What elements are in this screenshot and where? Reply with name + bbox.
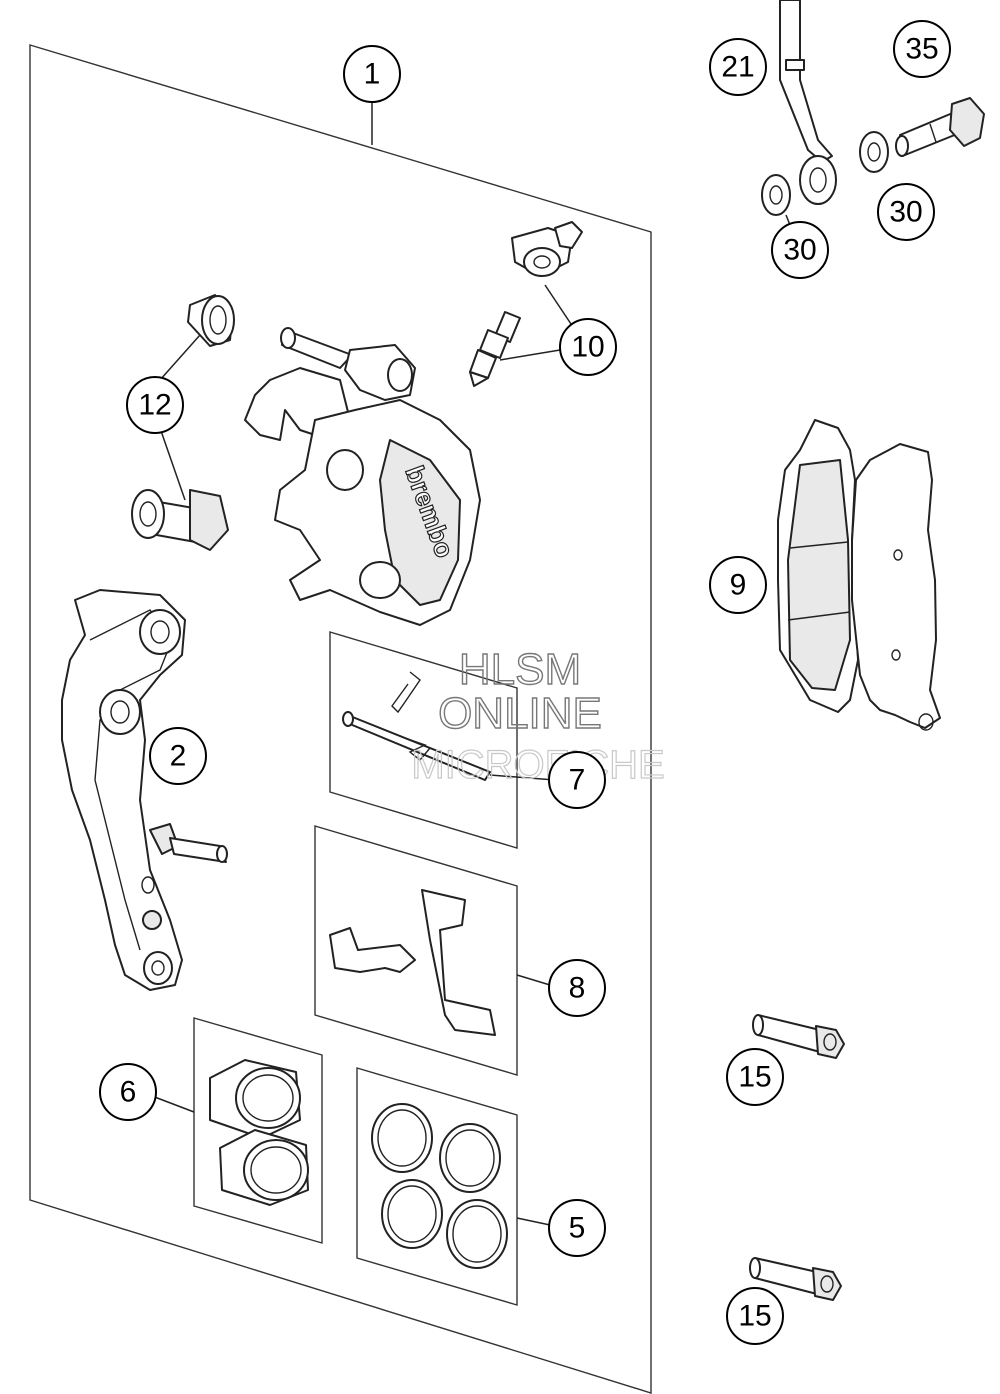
callout-2: 2	[149, 727, 207, 785]
svg-text:35: 35	[905, 33, 938, 66]
guide-pin-boot	[187, 294, 235, 347]
callout-30-lower: 30	[771, 221, 829, 279]
leader-6	[151, 1095, 195, 1113]
kit-frame-6	[193, 1017, 323, 1244]
mounting-bolt-lower	[749, 1257, 842, 1301]
piston-set	[209, 1059, 309, 1206]
caliper-kit-frame	[29, 44, 652, 1394]
svg-text:15: 15	[738, 1061, 771, 1094]
callout-8: 8	[548, 959, 606, 1017]
mounting-bolt-upper	[752, 1014, 845, 1059]
callout-6: 6	[99, 1063, 157, 1121]
banjo-bolt	[895, 97, 985, 157]
svg-text:21: 21	[721, 51, 754, 84]
svg-text:5: 5	[569, 1212, 586, 1245]
svg-text:9: 9	[730, 569, 747, 602]
watermark-line-1: HLSM	[459, 645, 581, 694]
bleed-screw-cap	[511, 221, 583, 277]
sealing-washer-left	[761, 174, 791, 216]
leader-10b	[499, 349, 561, 361]
callout-1: 1	[343, 45, 401, 103]
kit-frame-7	[329, 631, 518, 849]
leader-8	[516, 974, 551, 986]
svg-text:8: 8	[569, 972, 586, 1005]
pad-spring-kit	[329, 889, 496, 1036]
svg-text:6: 6	[120, 1076, 137, 1109]
svg-text:30: 30	[783, 234, 816, 267]
kit-frame-5	[356, 1067, 518, 1306]
callout-10: 10	[559, 318, 617, 376]
bleed-screw	[469, 311, 521, 387]
piston-seal-set	[371, 1103, 508, 1269]
svg-text:12: 12	[138, 389, 171, 422]
caliper-body: brembo	[244, 327, 481, 626]
guide-pin-bolt	[131, 489, 229, 551]
callout-15-lower: 15	[726, 1287, 784, 1345]
svg-text:2: 2	[170, 740, 187, 773]
svg-text:30: 30	[889, 196, 922, 229]
sealing-washer-right	[859, 131, 889, 173]
callout-12: 12	[126, 376, 184, 434]
callout-5: 5	[548, 1199, 606, 1257]
brake-pad-set	[777, 419, 941, 731]
caliper-support-bracket	[61, 589, 228, 991]
callout-7: 7	[548, 751, 606, 809]
callout-15-upper: 15	[726, 1048, 784, 1106]
callout-21: 21	[709, 38, 767, 96]
callout-30-upper: 30	[877, 183, 935, 241]
leader-5	[516, 1217, 551, 1226]
leader-10a	[544, 284, 576, 331]
leader-12a	[159, 334, 201, 381]
kit-frame-8	[314, 825, 518, 1076]
leader-12b	[159, 427, 186, 501]
svg-text:15: 15	[738, 1300, 771, 1333]
watermark-line-2: ONLINE	[438, 689, 602, 738]
callout-9: 9	[709, 556, 767, 614]
svg-text:1: 1	[364, 58, 381, 91]
svg-text:10: 10	[571, 331, 604, 364]
leader-7	[489, 774, 556, 781]
watermark-line-3: MICROFICHE	[411, 743, 664, 787]
svg-text:7: 7	[569, 764, 586, 797]
callout-35: 35	[893, 20, 951, 78]
retaining-pin-kit	[342, 671, 491, 781]
brake-hose	[779, 0, 837, 205]
